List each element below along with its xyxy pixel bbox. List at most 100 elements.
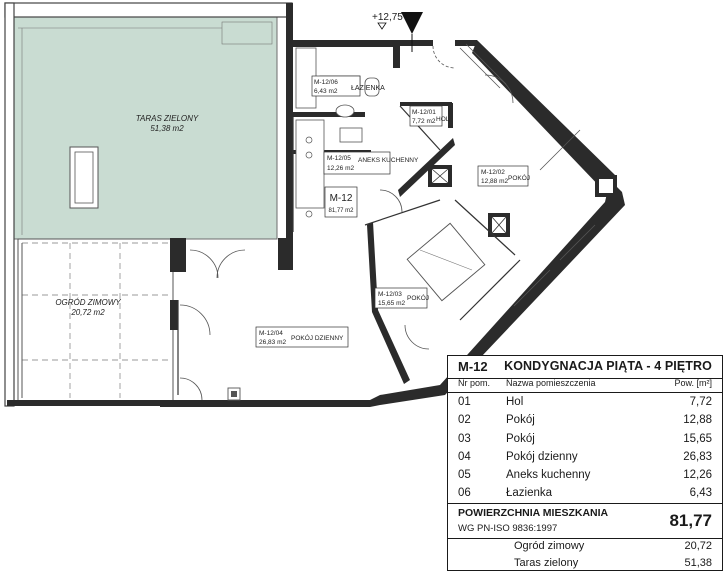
row-number: 04 [458, 450, 471, 463]
level-marker: +12,75 [372, 12, 403, 23]
room-name: POKÓJ DZIENNY [291, 333, 344, 342]
table-row: 03 Pokój 15,65 [448, 430, 722, 448]
windows [459, 43, 596, 307]
room-area: 26,83 m2 [259, 339, 286, 346]
row-number: 02 [458, 414, 471, 427]
total-value: 81,77 [669, 511, 712, 530]
room-code: M-12/02 [481, 169, 505, 176]
room-area: 12,26 m2 [327, 165, 354, 172]
apartment-code: M-12 [330, 193, 353, 204]
extra-areas: Ogród zimowy 20,72 Taras zielony 51,38 [448, 538, 722, 571]
row-name: Aneks kuchenny [506, 469, 591, 482]
row-number: 03 [458, 432, 471, 445]
row-area: 12,26 [683, 469, 712, 482]
row-name: Pokój dzienny [506, 450, 578, 463]
table-rows: 01 Hol 7,72 02 Pokój 12,88 03 Pokój 15,6… [448, 393, 722, 503]
room-name: HOL [436, 116, 450, 123]
room-code: M-12/05 [327, 155, 351, 162]
stove-burner [305, 151, 313, 159]
room-label-bathroom: M-12/06 6,43 m2 [311, 75, 361, 97]
row-number: 05 [458, 469, 471, 482]
room-label-kitchen: M-12/05 12,26 m2 ANEKS KUCHENNY [323, 151, 419, 175]
col-number-header: Nr pom. [458, 378, 491, 388]
row-area: 7,72 [689, 396, 712, 408]
table-apartment-code: M-12 [458, 359, 488, 374]
room-area: 6,43 m2 [314, 88, 338, 95]
toilet [364, 77, 380, 97]
row-name: Pokój [506, 414, 535, 427]
room-label-room-03: M-12/03 15,65 m2 POKÓJ [374, 287, 429, 309]
row-name: Hol [506, 396, 524, 408]
terrace-planter [221, 21, 273, 45]
total-area-row: POWIERZCHNIA MIESZKANIA WG PN-ISO 9836:1… [448, 503, 722, 539]
room-name: ŁAZIENKA [351, 85, 385, 92]
winter-garden-name: OGRÓD ZIMOWY [55, 298, 121, 307]
table-column-headers: Nr pom. Nazwa pomieszczenia Pow. [m²] [448, 378, 722, 393]
winter-garden-outline [17, 238, 174, 402]
sink-bowl [335, 104, 355, 118]
bed [406, 222, 486, 302]
room-label-room-02: M-12/02 12,88 m2 POKÓJ [477, 165, 530, 187]
terrace-area: 51,38 m2 [150, 124, 184, 133]
apartment-label: M-12 81,77 m2 [324, 186, 358, 218]
row-area: 6,43 [689, 487, 712, 500]
stove-burner [305, 136, 313, 144]
floor-box-inner [231, 391, 237, 397]
stove-burner [305, 210, 313, 218]
total-label: POWIERZCHNIA MIESZKANIA [458, 507, 609, 519]
table-row: 06 Łazienka 6,43 [448, 484, 722, 502]
level-marker-icon [377, 22, 387, 30]
kitchen-sink [339, 127, 363, 143]
terrace-parapet [4, 2, 293, 18]
room-area: 7,72 m2 [412, 118, 436, 125]
room-code: M-12/01 [412, 109, 436, 116]
table-row: Taras zielony 51,38 [448, 555, 722, 572]
extra-name: Ogród zimowy [514, 540, 585, 552]
row-name: Pokój [506, 432, 535, 445]
winter-garden-area: 20,72 m2 [70, 308, 105, 317]
shaft-cross [491, 216, 507, 234]
room-code: M-12/04 [259, 330, 283, 337]
table-title: KONDYGNACJA PIĄTA - 4 PIĘTRO [504, 359, 712, 373]
table-row: 05 Aneks kuchenny 12,26 [448, 466, 722, 484]
partitions [177, 105, 521, 395]
room-name: ANEKS KUCHENNY [358, 157, 419, 164]
col-name-header: Nazwa pomieszczenia [506, 378, 596, 388]
room-code: M-12/06 [314, 79, 338, 86]
entrance-arrow-icon [401, 12, 423, 34]
extra-area: 20,72 [684, 540, 712, 552]
row-name: Łazienka [506, 487, 553, 500]
apartment-info-table: M-12 KONDYGNACJA PIĄTA - 4 PIĘTRO Nr pom… [447, 355, 723, 571]
skylight [69, 146, 99, 209]
row-number: 01 [458, 396, 471, 408]
extra-name: Taras zielony [514, 556, 579, 569]
terrace-name: TARAS ZIELONY [136, 114, 199, 123]
wall-diagonal-inner [398, 138, 455, 197]
table-row: 04 Pokój dzienny 26,83 [448, 448, 722, 466]
window-pillar [599, 179, 613, 193]
skylight-inner [74, 151, 94, 204]
extra-area: 51,38 [684, 556, 712, 569]
room-name: POKÓJ [407, 293, 429, 302]
room-label-hall: M-12/01 7,72 m2 [409, 105, 443, 127]
row-area: 12,88 [683, 414, 712, 427]
table-row: 02 Pokój 12,88 [448, 411, 722, 429]
room-code: M-12/03 [378, 291, 402, 298]
table-header: M-12 KONDYGNACJA PIĄTA - 4 PIĘTRO [448, 356, 722, 379]
wall-diagonal-east [472, 40, 615, 190]
total-standard: WG PN-ISO 9836:1997 [458, 523, 558, 534]
room-label-living-room: M-12/04 26,83 m2 POKÓJ DZIENNY [255, 326, 349, 348]
bed-line [419, 249, 473, 271]
table-row: Ogród zimowy 20,72 [448, 538, 722, 555]
room-area: 12,88 m2 [481, 178, 508, 185]
row-number: 06 [458, 487, 471, 500]
table-row: 01 Hol 7,72 [448, 393, 722, 411]
row-area: 26,83 [683, 450, 712, 463]
row-area: 15,65 [683, 432, 712, 445]
shaft-cross [431, 168, 449, 184]
apartment-area: 81,77 m2 [328, 208, 354, 214]
room-area: 15,65 m2 [378, 300, 405, 307]
terrace-parapet-left [4, 2, 15, 407]
green-terrace-area [13, 16, 278, 240]
